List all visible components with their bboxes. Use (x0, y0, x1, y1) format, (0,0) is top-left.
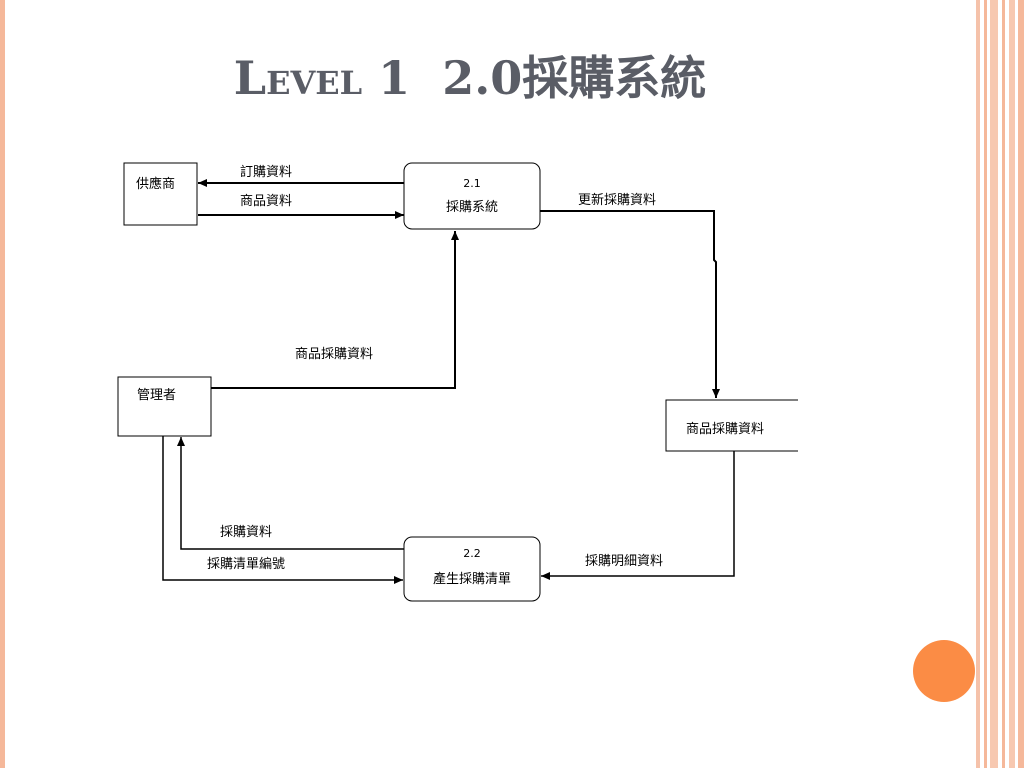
flow-update-purchase-label: 更新採購資料 (578, 192, 656, 208)
data-store-label: 商品採購資料 (686, 422, 764, 437)
data-store-product-purchase: 商品採購資料 (665, 399, 798, 452)
entity-supplier-label: 供應商 (136, 176, 175, 192)
flow-product-data-label: 商品資料 (240, 194, 292, 209)
flow-update-purchase-arrow (540, 210, 720, 398)
slide-title: Level 1 2.0採購系統 (0, 42, 940, 108)
flow-purchase-detail-arrow (541, 451, 735, 580)
flow-order-data-label: 訂購資料 (240, 164, 292, 180)
process-2-1-id: 2.1 (463, 177, 481, 190)
entity-manager-label: 管理者 (137, 388, 176, 403)
process-2-2-id: 2.2 (463, 547, 481, 560)
flow-purchase-list-number-label: 採購清單編號 (207, 556, 285, 572)
left-border-decoration (0, 0, 5, 768)
title-subject: 2.0採購系統 (442, 51, 707, 105)
entity-supplier: 供應商 (123, 162, 198, 226)
process-2-1-name: 採購系統 (446, 200, 498, 215)
flow-purchase-data-label: 採購資料 (220, 525, 272, 540)
flow-product-purchase-arrow (211, 231, 459, 389)
process-2-2-name: 產生採購清單 (433, 571, 511, 587)
process-2-2: 2.2 產生採購清單 (403, 536, 541, 602)
title-level: Level 1 (233, 51, 411, 105)
process-2-1: 2.1 採購系統 (403, 162, 541, 230)
flow-product-purchase-label: 商品採購資料 (295, 347, 373, 362)
entity-manager: 管理者 (117, 376, 212, 437)
flow-purchase-list-number-arrow (162, 436, 403, 584)
right-stripes-decoration (976, 0, 1024, 768)
flow-purchase-data-arrow (177, 437, 404, 550)
orange-circle-decoration (913, 640, 975, 702)
flow-purchase-detail-label: 採購明細資料 (585, 554, 663, 569)
